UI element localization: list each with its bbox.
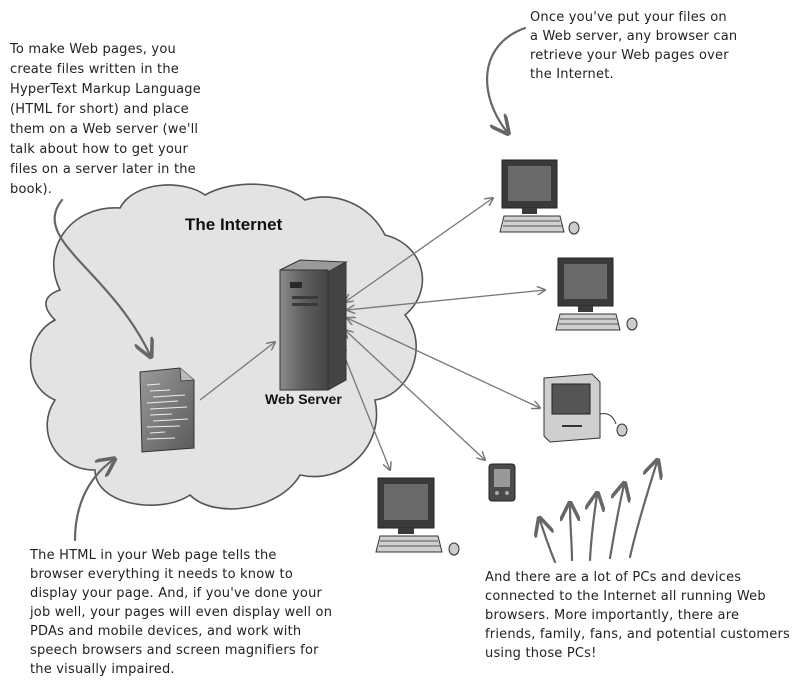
desktop-computer-icon bbox=[375, 477, 460, 556]
note-top-right: Once you've put your files on a Web serv… bbox=[530, 10, 738, 82]
desktop-computer-icon bbox=[555, 257, 638, 331]
web-server-icon bbox=[279, 259, 348, 391]
note-bottom-left: The HTML in your Web page tells the brow… bbox=[30, 548, 333, 677]
note-top-left: To make Web pages, you create files writ… bbox=[10, 42, 201, 197]
html-document-icon bbox=[139, 367, 195, 453]
all-in-one-computer-icon bbox=[543, 373, 628, 443]
internet-cloud-label: The Internet bbox=[185, 215, 283, 234]
connection-arrows bbox=[199, 198, 545, 470]
pda-icon bbox=[488, 463, 516, 502]
web-server-label: Web Server bbox=[265, 391, 342, 407]
annotation-arrows bbox=[53, 26, 657, 564]
desktop-computer-icon bbox=[499, 159, 580, 235]
note-bottom-right: And there are a lot of PCs and devices c… bbox=[485, 570, 791, 661]
